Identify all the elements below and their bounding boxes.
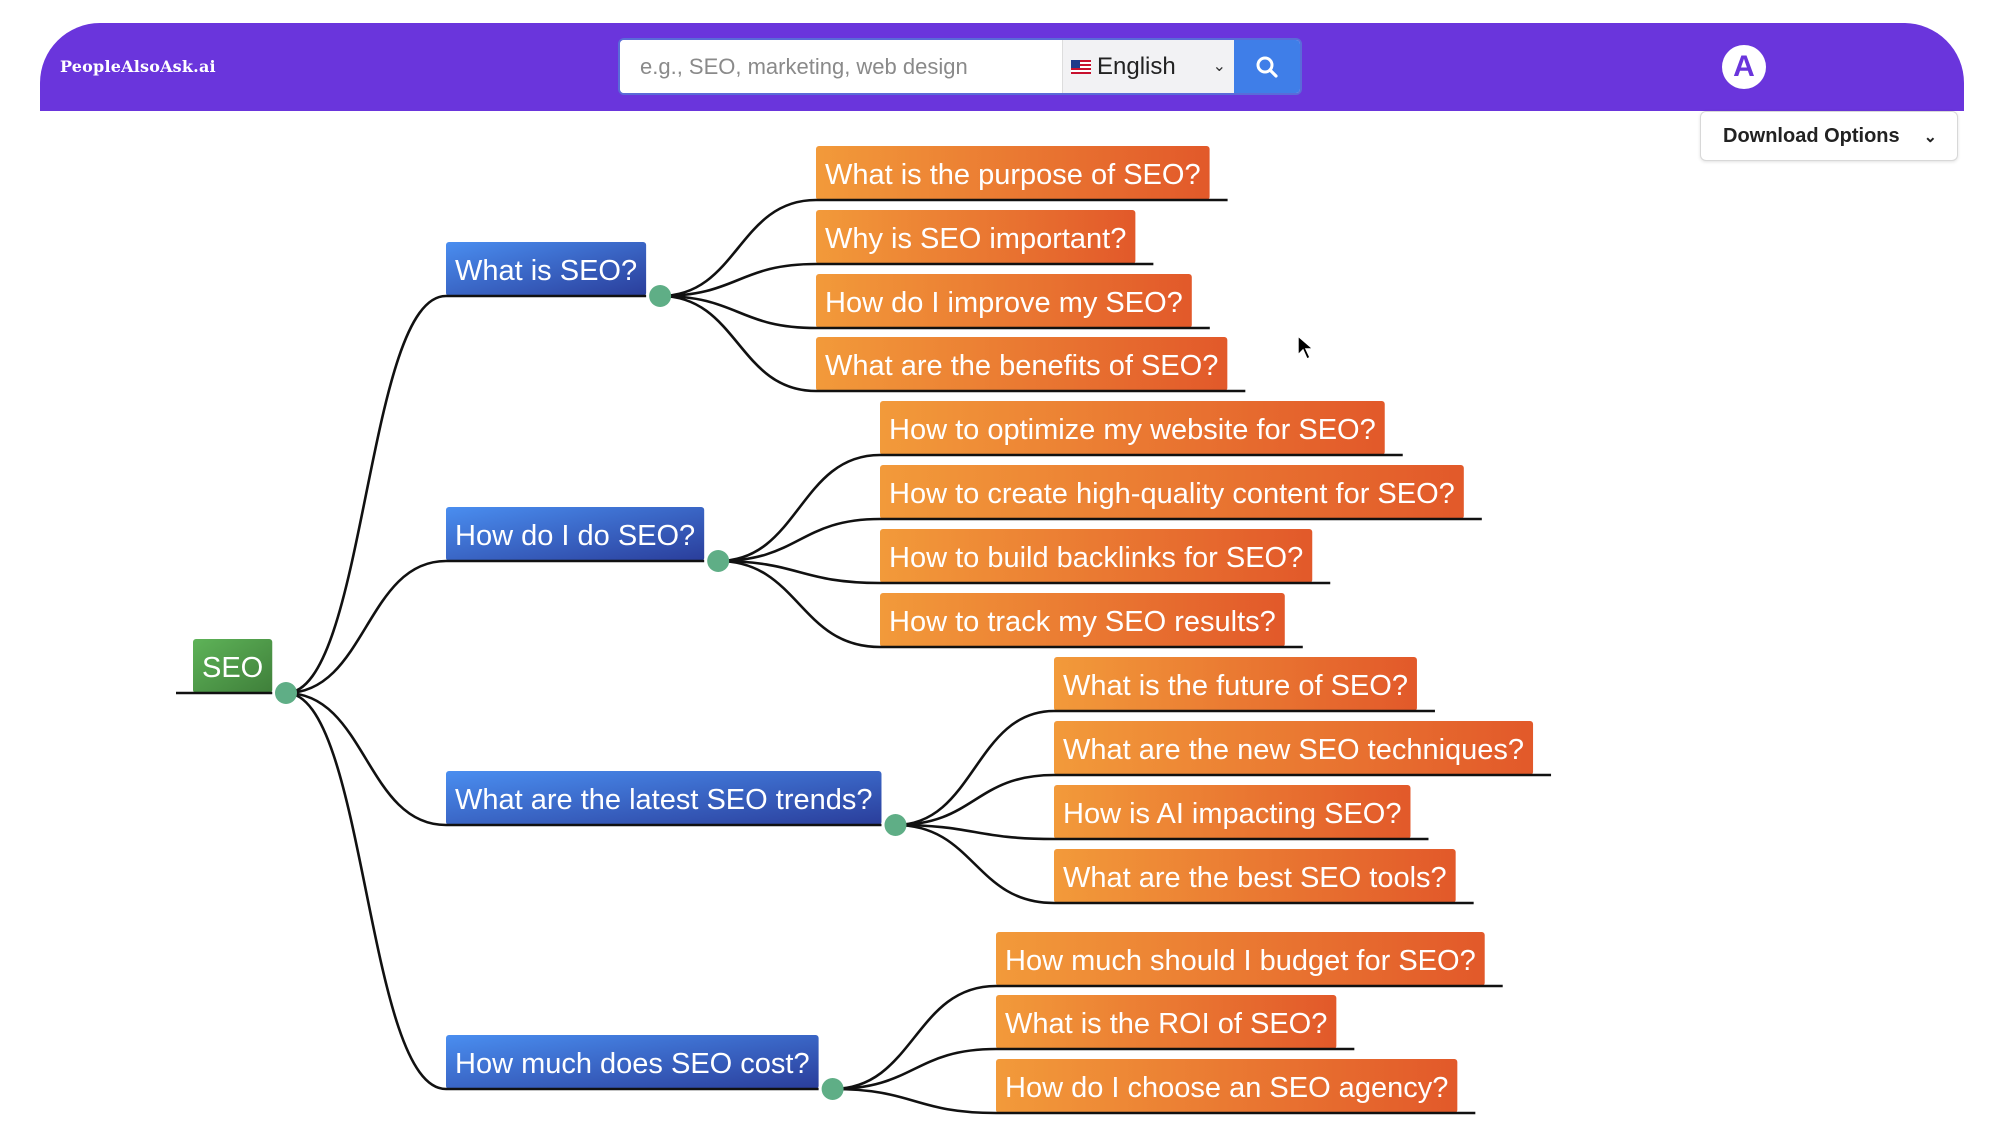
leaf-link-2-1 <box>895 773 1055 827</box>
leaf-node-0-0[interactable]: What is the purpose of SEO? <box>816 146 1228 202</box>
root-link-3 <box>285 691 447 1091</box>
chevron-down-icon: ⌄ <box>1212 58 1226 75</box>
leaf-node-3-2[interactable]: How do I choose an SEO agency? <box>996 1059 1476 1115</box>
root-link-2 <box>285 691 447 827</box>
leaf-node-1-0[interactable]: How to optimize my website for SEO? <box>880 401 1403 457</box>
branch-node-2-label: What are the latest SEO trends? <box>455 784 872 816</box>
user-avatar[interactable]: A <box>1722 45 1766 89</box>
leaf-node-1-2[interactable]: How to build backlinks for SEO? <box>880 529 1331 585</box>
leaf-link-3-1 <box>832 1047 997 1091</box>
leaf-node-0-2[interactable]: How do I improve my SEO? <box>816 274 1210 330</box>
search-icon <box>1256 56 1278 78</box>
branch-node-1-label: How do I do SEO? <box>455 520 695 552</box>
leaf-link-0-1 <box>660 262 817 298</box>
root-link-1 <box>285 559 447 695</box>
leaf-node-1-1[interactable]: How to create high-quality content for S… <box>880 465 1482 521</box>
branch-expand-dot-0[interactable] <box>649 285 672 307</box>
leaf-node-3-0[interactable]: How much should I budget for SEO? <box>996 932 1503 988</box>
leaf-node-3-1-label: What is the ROI of SEO? <box>1005 1008 1327 1040</box>
language-select-value: English <box>1097 52 1176 80</box>
root-node-seo[interactable]: SEO <box>193 639 273 695</box>
search-bar: English ⌄ <box>618 38 1302 95</box>
root-node-seo-label: SEO <box>202 652 263 684</box>
leaf-node-1-3[interactable]: How to track my SEO results? <box>880 593 1303 649</box>
leaf-link-2-0 <box>895 709 1055 827</box>
leaf-link-0-3 <box>660 294 817 393</box>
mouse-cursor-icon <box>1297 335 1315 360</box>
branch-node-3-label: How much does SEO cost? <box>455 1048 810 1080</box>
leaf-link-2-3 <box>895 823 1055 905</box>
leaf-node-2-0[interactable]: What is the future of SEO? <box>1054 657 1435 713</box>
leaf-node-2-2[interactable]: How is AI impacting SEO? <box>1054 785 1429 841</box>
leaf-node-0-3-label: What are the benefits of SEO? <box>825 350 1218 382</box>
leaf-node-2-0-label: What is the future of SEO? <box>1063 670 1408 702</box>
branch-node-1[interactable]: How do I do SEO? <box>446 507 705 563</box>
root-link-0 <box>285 294 447 695</box>
leaf-node-2-3-label: What are the best SEO tools? <box>1063 862 1447 894</box>
leaf-node-1-0-label: How to optimize my website for SEO? <box>889 414 1376 446</box>
leaf-node-1-1-label: How to create high-quality content for S… <box>889 478 1455 510</box>
leaf-link-2-2 <box>895 823 1055 841</box>
language-select[interactable]: English ⌄ <box>1062 40 1236 93</box>
leaf-node-3-0-label: How much should I budget for SEO? <box>1005 945 1476 977</box>
leaf-node-0-3[interactable]: What are the benefits of SEO? <box>816 337 1246 393</box>
leaf-link-3-2 <box>832 1087 997 1115</box>
branch-expand-dot-3[interactable] <box>821 1078 844 1100</box>
leaf-node-0-0-label: What is the purpose of SEO? <box>825 159 1201 191</box>
leaf-node-2-3[interactable]: What are the best SEO tools? <box>1054 849 1474 905</box>
download-options-label: Download Options <box>1723 124 1900 147</box>
search-button[interactable] <box>1234 40 1300 93</box>
leaf-node-0-1[interactable]: Why is SEO important? <box>816 210 1154 266</box>
leaf-node-0-1-label: Why is SEO important? <box>825 223 1126 255</box>
leaf-node-0-2-label: How do I improve my SEO? <box>825 287 1183 319</box>
leaf-node-3-2-label: How do I choose an SEO agency? <box>1005 1072 1448 1104</box>
branch-expand-dot-2[interactable] <box>884 814 907 836</box>
leaf-node-1-2-label: How to build backlinks for SEO? <box>889 542 1303 574</box>
leaf-node-3-1[interactable]: What is the ROI of SEO? <box>996 995 1355 1051</box>
search-input[interactable] <box>620 40 1060 93</box>
branch-node-3[interactable]: How much does SEO cost? <box>446 1035 819 1091</box>
leaf-node-1-3-label: How to track my SEO results? <box>889 606 1276 638</box>
top-navigation-bar: PeopleAlsoAsk.ai English ⌄ A <box>40 23 1964 111</box>
branch-node-0-label: What is SEO? <box>455 255 637 287</box>
leaf-link-0-2 <box>660 294 817 330</box>
branch-expand-dot-1[interactable] <box>707 550 730 572</box>
leaf-link-1-1 <box>718 517 881 563</box>
leaf-node-2-1[interactable]: What are the new SEO techniques? <box>1054 721 1552 777</box>
branch-node-0[interactable]: What is SEO? <box>446 242 647 298</box>
us-flag-icon <box>1071 59 1091 74</box>
chevron-down-icon: ⌄ <box>1923 129 1937 146</box>
leaf-link-1-2 <box>718 559 881 585</box>
leaf-node-2-1-label: What are the new SEO techniques? <box>1063 734 1524 766</box>
download-options-button[interactable]: Download Options ⌄ <box>1700 111 1958 161</box>
brand-logo[interactable]: PeopleAlsoAsk.ai <box>60 57 216 76</box>
leaf-link-1-3 <box>718 559 881 649</box>
leaf-link-1-0 <box>718 453 881 563</box>
leaf-node-2-2-label: How is AI impacting SEO? <box>1063 798 1401 830</box>
branch-node-2[interactable]: What are the latest SEO trends? <box>446 771 882 827</box>
leaf-link-3-0 <box>832 984 997 1091</box>
leaf-link-0-0 <box>660 198 817 298</box>
root-expand-dot[interactable] <box>275 682 297 704</box>
